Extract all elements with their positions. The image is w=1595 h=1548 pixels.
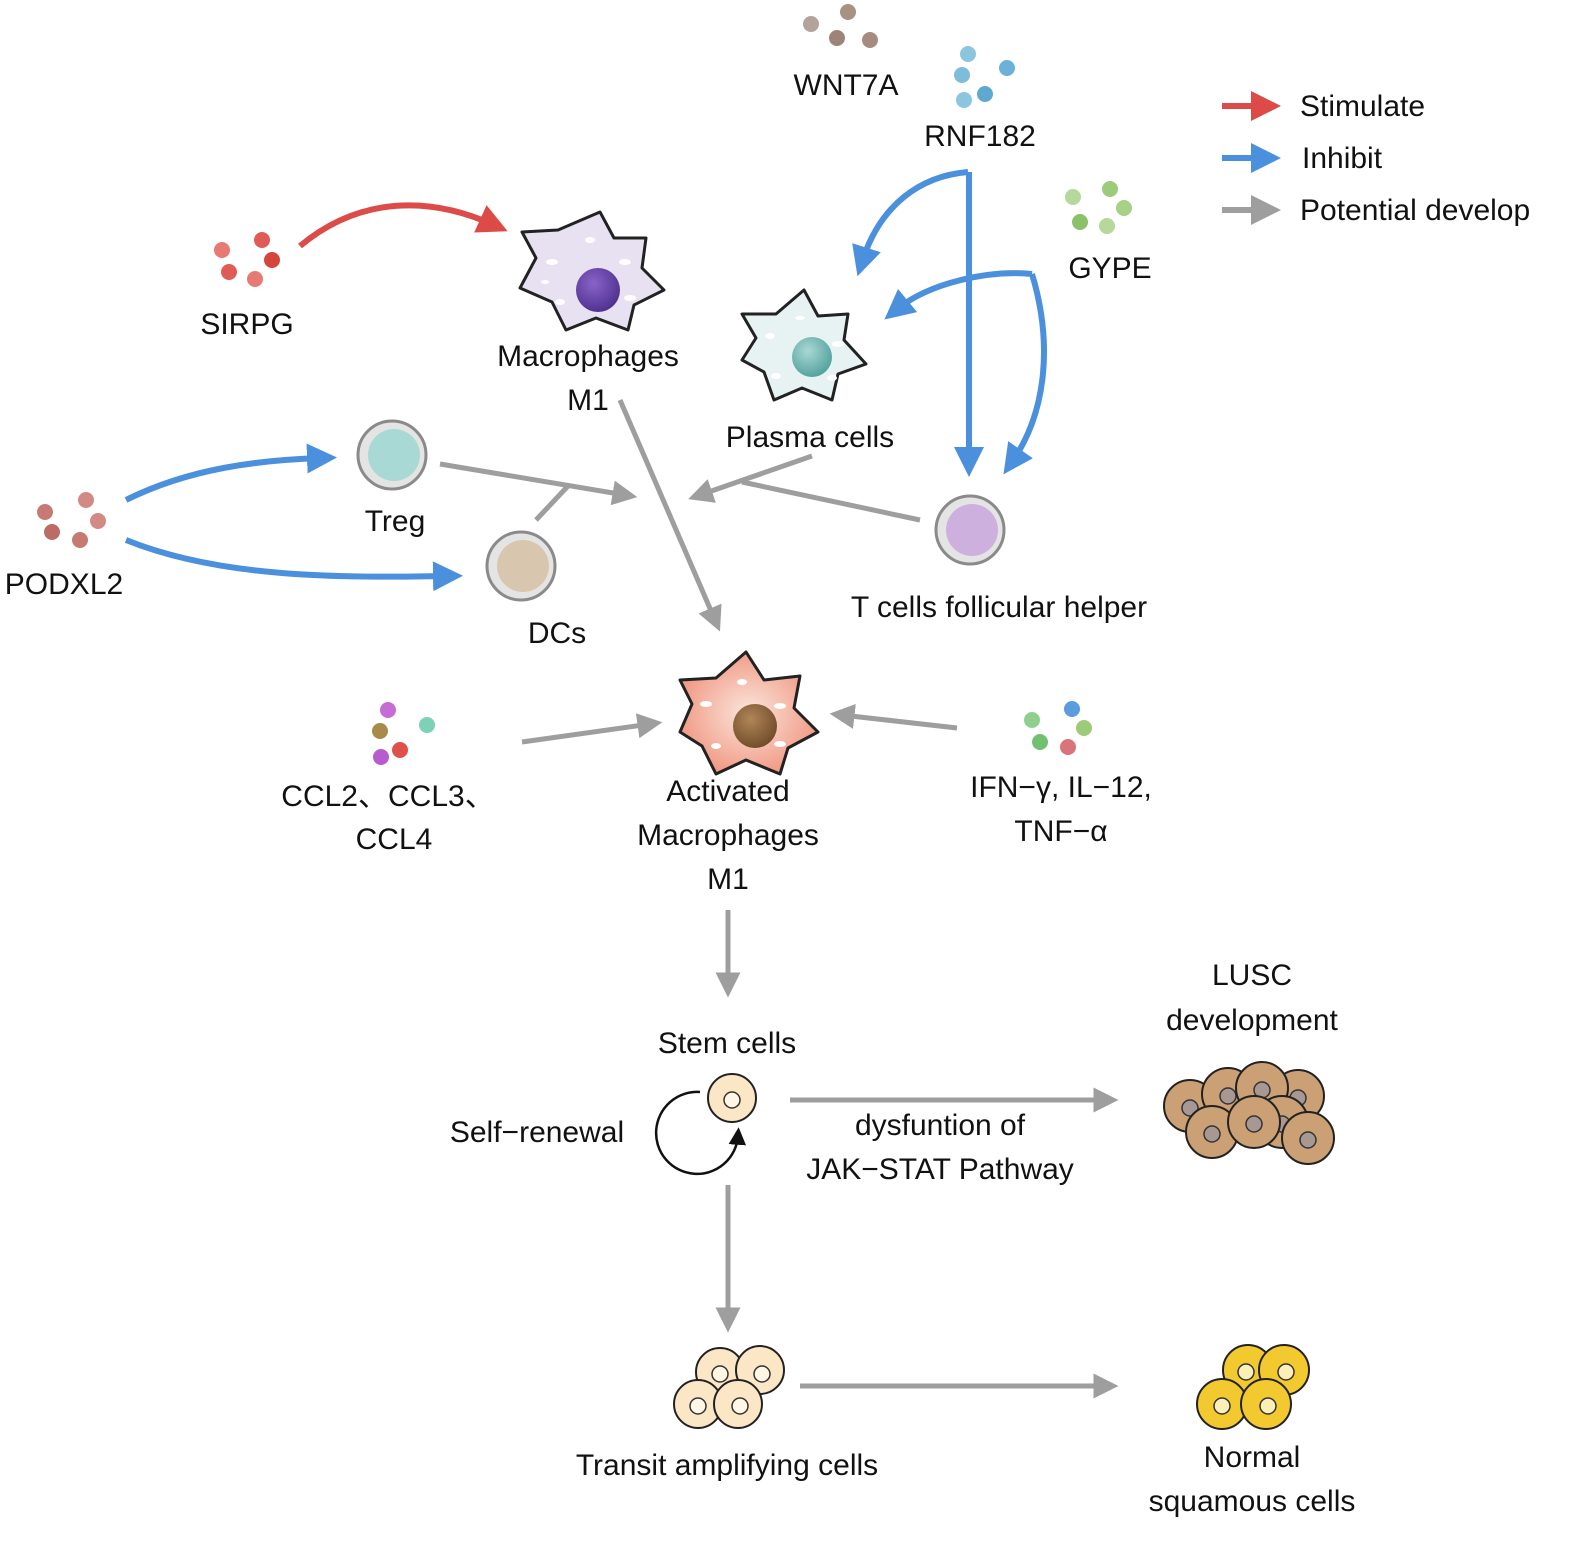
self-renewal-cycle-arrow	[654, 1090, 747, 1176]
legend: Stimulate Inhibit Potential develop	[1222, 90, 1530, 227]
podxl2-molecules	[37, 492, 106, 548]
m1-to-activated-arrow	[617, 399, 722, 632]
dc-to-activation-line	[534, 484, 570, 522]
activated-macrophages-label-line1: Activated	[666, 775, 789, 808]
activated-macrophages-label-line3: M1	[707, 863, 749, 896]
gype-molecules	[1065, 181, 1132, 234]
cytokine-molecules	[1024, 701, 1092, 755]
sirpg-molecules	[214, 232, 280, 287]
self-renewal-label: Self−renewal	[450, 1116, 624, 1149]
activated-macrophage-cell	[678, 650, 820, 776]
normal-squamous-cell-cluster	[1196, 1344, 1310, 1430]
lusc-cell-cluster	[1163, 1061, 1335, 1165]
lusc-label-line1: LUSC	[1212, 959, 1292, 992]
sirpg-label: SIRPG	[200, 308, 293, 341]
macrophages-m1-label-line1: Macrophages	[497, 340, 679, 373]
gype-label: GYPE	[1068, 252, 1151, 285]
treg-label: Treg	[365, 505, 426, 538]
normal-squamous-label-line2: squamous cells	[1149, 1485, 1356, 1518]
activated-macrophages-label-line2: Macrophages	[637, 819, 819, 852]
plasma-cells-label: Plasma cells	[726, 421, 894, 454]
podxl2-inhibits-dc-arrow	[124, 537, 463, 592]
dc-cell	[485, 530, 557, 602]
wnt7a-molecules	[803, 4, 878, 48]
treg-cell	[356, 419, 428, 491]
rnf182-label: RNF182	[924, 120, 1036, 153]
tfh-to-activation-line	[741, 479, 921, 523]
pathway-label-line1: dysfuntion of	[855, 1109, 1026, 1142]
stem-cells-label: Stem cells	[658, 1027, 796, 1060]
gype-inhibits-plasma-arrow	[884, 270, 1033, 320]
gype-inhibits-tfh-arrow	[1003, 273, 1047, 475]
normal-squamous-label-line1: Normal	[1204, 1441, 1301, 1474]
cytokines-label-line1: IFN−γ, IL−12,	[970, 771, 1152, 804]
ccl-to-activated-arrow	[521, 713, 663, 745]
transit-amplifying-label: Transit amplifying cells	[576, 1449, 878, 1482]
transit-amplifying-cell-cluster	[673, 1345, 785, 1429]
cytokines-label-line2: TNF−α	[1014, 815, 1107, 848]
stem-cell	[707, 1073, 757, 1123]
plasma-cell	[740, 288, 868, 402]
cytokines-to-activated-arrow	[829, 703, 958, 731]
legend-stimulate-label: Stimulate	[1300, 90, 1425, 123]
pathway-label-line2: JAK−STAT Pathway	[806, 1153, 1074, 1186]
treg-to-activation-arrow	[439, 461, 638, 506]
wnt7a-label: WNT7A	[794, 69, 899, 102]
dcs-label: DCs	[528, 617, 586, 650]
podxl2-inhibits-treg-arrow	[124, 443, 337, 503]
ccl-molecules	[372, 702, 435, 765]
plasma-to-activation-arrow	[688, 453, 813, 503]
podxl2-label: PODXL2	[5, 568, 123, 601]
ccl-label-line2: CCL4	[356, 823, 433, 856]
macrophages-m1-label-line2: M1	[567, 384, 609, 417]
sirpg-stimulates-macrophage-arrow	[298, 202, 508, 249]
legend-inhibit-label: Inhibit	[1302, 142, 1383, 175]
rnf182-molecules	[954, 46, 1015, 108]
t-follicular-helper-label: T cells follicular helper	[851, 591, 1147, 624]
macrophage-m1-cell	[518, 210, 666, 332]
ccl-label-line1: CCL2、CCL3、	[281, 780, 494, 813]
legend-potential-label: Potential develop	[1300, 194, 1530, 227]
rnf182-inhibits-plasma-arrow	[852, 169, 969, 277]
t-follicular-helper-cell	[934, 494, 1006, 566]
lusc-label-line2: development	[1166, 1004, 1338, 1037]
